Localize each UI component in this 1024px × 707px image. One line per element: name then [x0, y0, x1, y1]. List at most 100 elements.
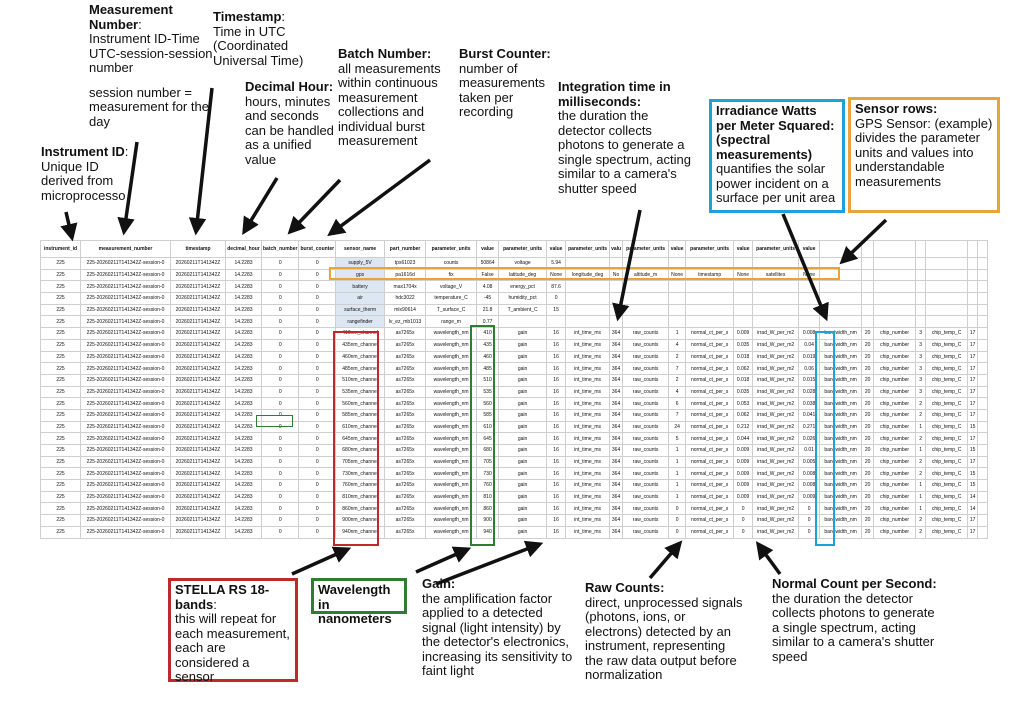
table-cell[interactable]: 0: [260, 525, 300, 539]
note-normal-count: Normal Count per Second: the duration th…: [772, 576, 937, 664]
arrow-sensor-rows: [839, 218, 888, 265]
note-text: Instrument ID-Time UTC-session-session n…: [89, 31, 213, 75]
table-cell[interactable]: gain: [498, 525, 548, 539]
note-title: Measurement Number: [89, 2, 173, 32]
table-cell[interactable]: wavelength_nm: [425, 525, 478, 539]
column-header[interactable]: [925, 240, 969, 258]
table-cell[interactable]: 0: [733, 525, 754, 539]
table-cell[interactable]: 364: [609, 338, 624, 352]
table-cell[interactable]: chip_number: [873, 525, 917, 539]
note-title: STELLA RS 18-bands: [175, 582, 270, 612]
table-cell[interactable]: 0: [260, 502, 300, 516]
table-cell[interactable]: 14.2283: [225, 514, 262, 527]
note-sensor-rows: Sensor rows: GPS Sensor: (example) divid…: [848, 97, 1000, 213]
table-cell[interactable]: 364: [609, 502, 624, 516]
arrow-stella: [291, 546, 352, 576]
note-text-2: session number = measurement for the day: [89, 84, 209, 129]
table-cell[interactable]: 860nm_channel: [335, 502, 386, 516]
column-header[interactable]: valu: [609, 240, 624, 258]
note-text: the amplification factor applied to a de…: [422, 590, 573, 678]
note-batch-number: Batch Number: all measurements within co…: [338, 46, 448, 149]
table-cell[interactable]: 364: [609, 420, 624, 434]
note-title: Burst Counter:: [459, 46, 551, 61]
arrow-irradiance: [781, 213, 829, 322]
note-text: quantifies the solar power incident on a…: [716, 161, 836, 205]
note-raw-counts: Raw Counts: direct, unprocessed signals …: [585, 580, 745, 683]
table-cell[interactable]: gain: [498, 502, 548, 516]
note-gain: Gain: the amplification factor applied t…: [422, 576, 577, 679]
note-title: Batch Number:: [338, 46, 432, 61]
column-header[interactable]: sensor_name: [335, 240, 386, 258]
column-header[interactable]: parameter_units: [565, 240, 611, 258]
table-cell[interactable]: 364: [609, 479, 624, 492]
table-cell[interactable]: normal_ct_per_s: [685, 514, 735, 527]
table-cell[interactable]: int_time_ms: [565, 502, 611, 516]
column-header[interactable]: measurement_number: [80, 240, 171, 258]
note-text: hours, minutes and seconds can be handle…: [245, 93, 334, 167]
note-instrument-id: Instrument ID: Unique ID derived from mi…: [41, 144, 129, 203]
table-cell[interactable]: 225-20260211T141342Z-session-0: [80, 514, 171, 527]
column-header[interactable]: value: [476, 240, 500, 258]
note-text: all measurements within continuous measu…: [338, 60, 441, 148]
note-title: Raw Counts:: [585, 580, 665, 595]
note-title: Wavelength in nanometers: [318, 582, 392, 626]
column-header[interactable]: part_number: [384, 240, 427, 258]
table-cell[interactable]: 0: [260, 514, 300, 527]
table-cell[interactable]: bandwidth_nm: [819, 502, 863, 516]
table-cell[interactable]: [977, 502, 989, 516]
column-header[interactable]: burst_counter: [298, 240, 337, 258]
arrow-raw-counts: [648, 540, 683, 580]
table-cell[interactable]: 225-20260211T141342Z-session-0: [80, 502, 171, 516]
table-cell[interactable]: bandwidth_nm: [819, 525, 863, 539]
table-cell[interactable]: 364: [609, 525, 624, 539]
column-header[interactable]: parameter_units: [498, 240, 548, 258]
table-cell[interactable]: 16: [546, 502, 567, 516]
arrow-burst-counter: [327, 158, 432, 237]
table-cell[interactable]: bandwidth_nm: [819, 514, 863, 527]
note-text: Time in UTC (Coordinated Universal Time): [213, 23, 304, 68]
table-cell[interactable]: 14.2283: [225, 525, 262, 539]
column-header[interactable]: decimal_hour: [225, 240, 262, 258]
column-header[interactable]: batch_number: [260, 240, 300, 258]
note-burst-counter: Burst Counter: number of measurements ta…: [459, 46, 554, 120]
column-header[interactable]: value: [668, 240, 687, 258]
column-header[interactable]: [977, 240, 989, 258]
table-cell[interactable]: battery: [335, 280, 386, 294]
column-header[interactable]: [873, 240, 917, 258]
arrow-batch-number: [287, 178, 342, 235]
table-cell[interactable]: raw_counts: [622, 525, 670, 539]
note-text: the duration the detector collects photo…: [558, 108, 691, 196]
column-header[interactable]: parameter_units: [425, 240, 478, 258]
table-cell[interactable]: 0: [733, 514, 754, 527]
table-cell[interactable]: 364: [609, 514, 624, 527]
note-text: GPS Sensor: (example) divides the parame…: [855, 115, 993, 189]
table-cell[interactable]: 225-20260211T141342Z-session-0: [80, 525, 171, 539]
table-cell[interactable]: [977, 525, 989, 539]
note-measurement-number: Measurement Number: Instrument ID-Time U…: [89, 2, 219, 129]
column-header[interactable]: timestamp: [170, 240, 226, 258]
table-cell[interactable]: [977, 514, 989, 527]
column-header[interactable]: value: [546, 240, 567, 258]
table-cell[interactable]: chip_temp_C: [925, 514, 969, 527]
column-header[interactable]: parameter_units: [685, 240, 735, 258]
arrow-measurement-number: [117, 141, 139, 236]
arrow-instrument-id: [60, 211, 78, 242]
note-title: Decimal Hour:: [245, 79, 334, 94]
table-cell[interactable]: irrad_W_per_m2: [752, 502, 800, 516]
table-cell[interactable]: as7265x: [384, 514, 427, 527]
table-cell[interactable]: 364: [609, 350, 624, 364]
arrow-integration-time: [612, 209, 642, 322]
